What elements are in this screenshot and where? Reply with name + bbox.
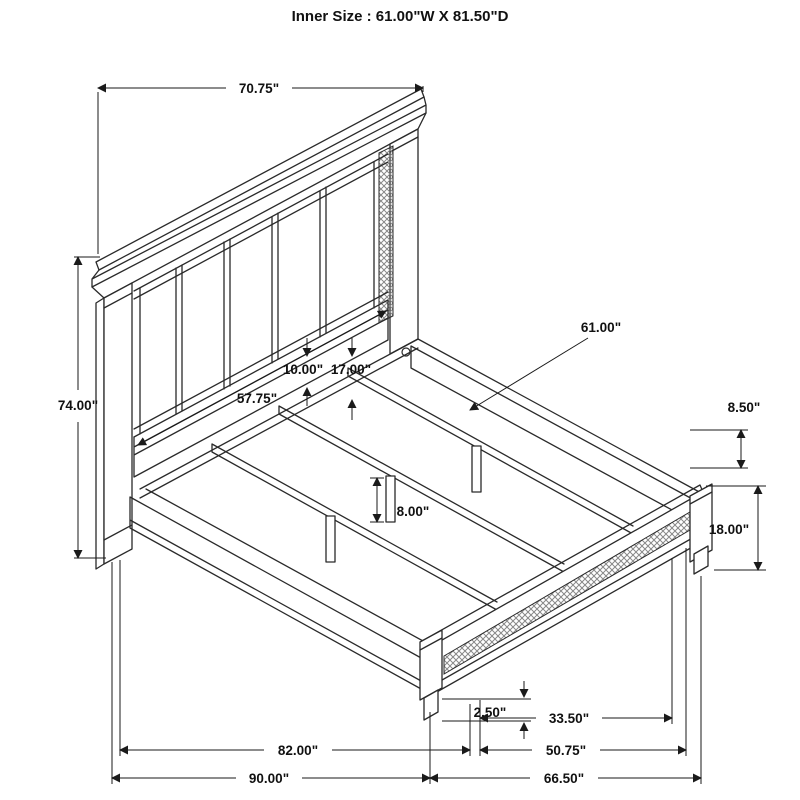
dim-label-17: 17.00" [331,362,371,377]
support-legs [325,445,482,563]
dim-label-82: 82.00" [278,743,318,758]
dimension-annotations [73,83,766,784]
dim-leader-61 [469,337,589,411]
dim-label-2-5: 2.50" [474,705,507,720]
dim-label-10: 10.00" [283,362,323,377]
left-side-rail [129,488,435,696]
support-leg [471,445,482,493]
headboard-left-post [95,282,133,570]
dim-label-33-5: 33.50" [549,711,589,726]
support-leg [385,475,396,523]
crown-molding [91,88,427,299]
bed-base [129,338,713,721]
dim-label-18: 18.00" [709,522,749,537]
dim-line-57-75 [137,310,387,446]
right-side-rail [410,338,704,524]
bolt-hole [401,347,411,357]
dim-label-8-5: 8.50" [728,400,761,415]
page-title: Inner Size : 61.00"W X 81.50"D [292,8,509,25]
dim-label-57-75: 57.75" [237,391,277,406]
dim-label-61: 61.00" [581,320,621,335]
dim-label-50-75: 50.75" [546,743,586,758]
dim-label-66-5: 66.50" [544,771,584,786]
headboard-right-post [389,128,419,355]
dim-label-70-75: 70.75" [239,81,279,96]
footboard [419,483,713,721]
footboard-right-post [689,483,713,563]
dim-label-90: 90.00" [249,771,289,786]
dim-label-74: 74.00" [58,398,98,413]
dim-label-8: 8.00" [397,504,430,519]
footboard-left-foot [423,689,439,721]
support-leg [325,515,336,563]
led-trim-strip [378,145,394,324]
footboard-right-foot [693,545,709,575]
